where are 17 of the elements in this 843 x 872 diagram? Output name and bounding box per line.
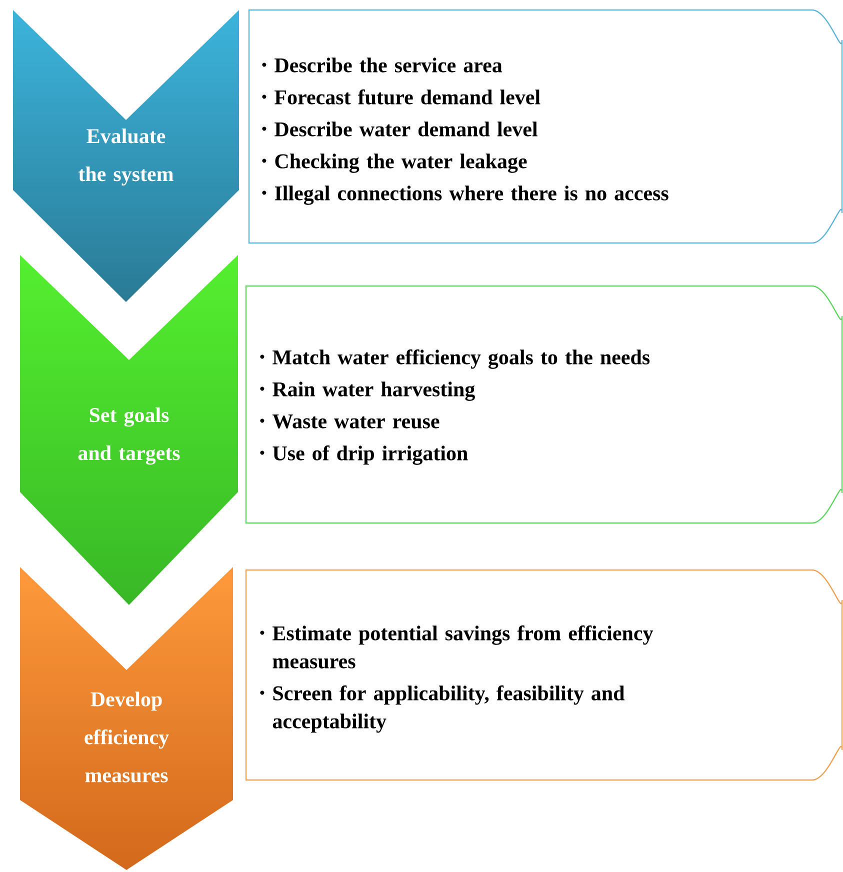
chevron-arrow: Evaluate the system bbox=[78, 128, 174, 186]
list-item: Illegal connections where there is no access bbox=[262, 186, 668, 205]
list-item: Use of drip irrigation bbox=[260, 445, 468, 465]
list-item: Waste water reuse bbox=[260, 414, 440, 429]
list-item: Match water efficiency goals to the needs bbox=[260, 349, 650, 369]
chevron-arrow: Set goals and targets bbox=[78, 407, 180, 465]
text-box bbox=[248, 9, 843, 244]
list-item: Screen for applicability, feasibility and acceptability bbox=[260, 685, 625, 733]
text-box bbox=[245, 285, 843, 524]
list-item: Estimate potential savings from efficiency measures bbox=[260, 625, 654, 668]
list-item: Describe the service area bbox=[262, 58, 502, 72]
text-box bbox=[245, 569, 843, 781]
list-item: Checking the water leakage bbox=[262, 154, 527, 173]
list-item: Rain water harvesting bbox=[260, 382, 475, 401]
list-item: Describe water demand level bbox=[262, 122, 538, 136]
list-item: Forecast future demand level bbox=[262, 89, 540, 104]
chevron-arrow: Develop efficiency measures bbox=[84, 692, 169, 782]
